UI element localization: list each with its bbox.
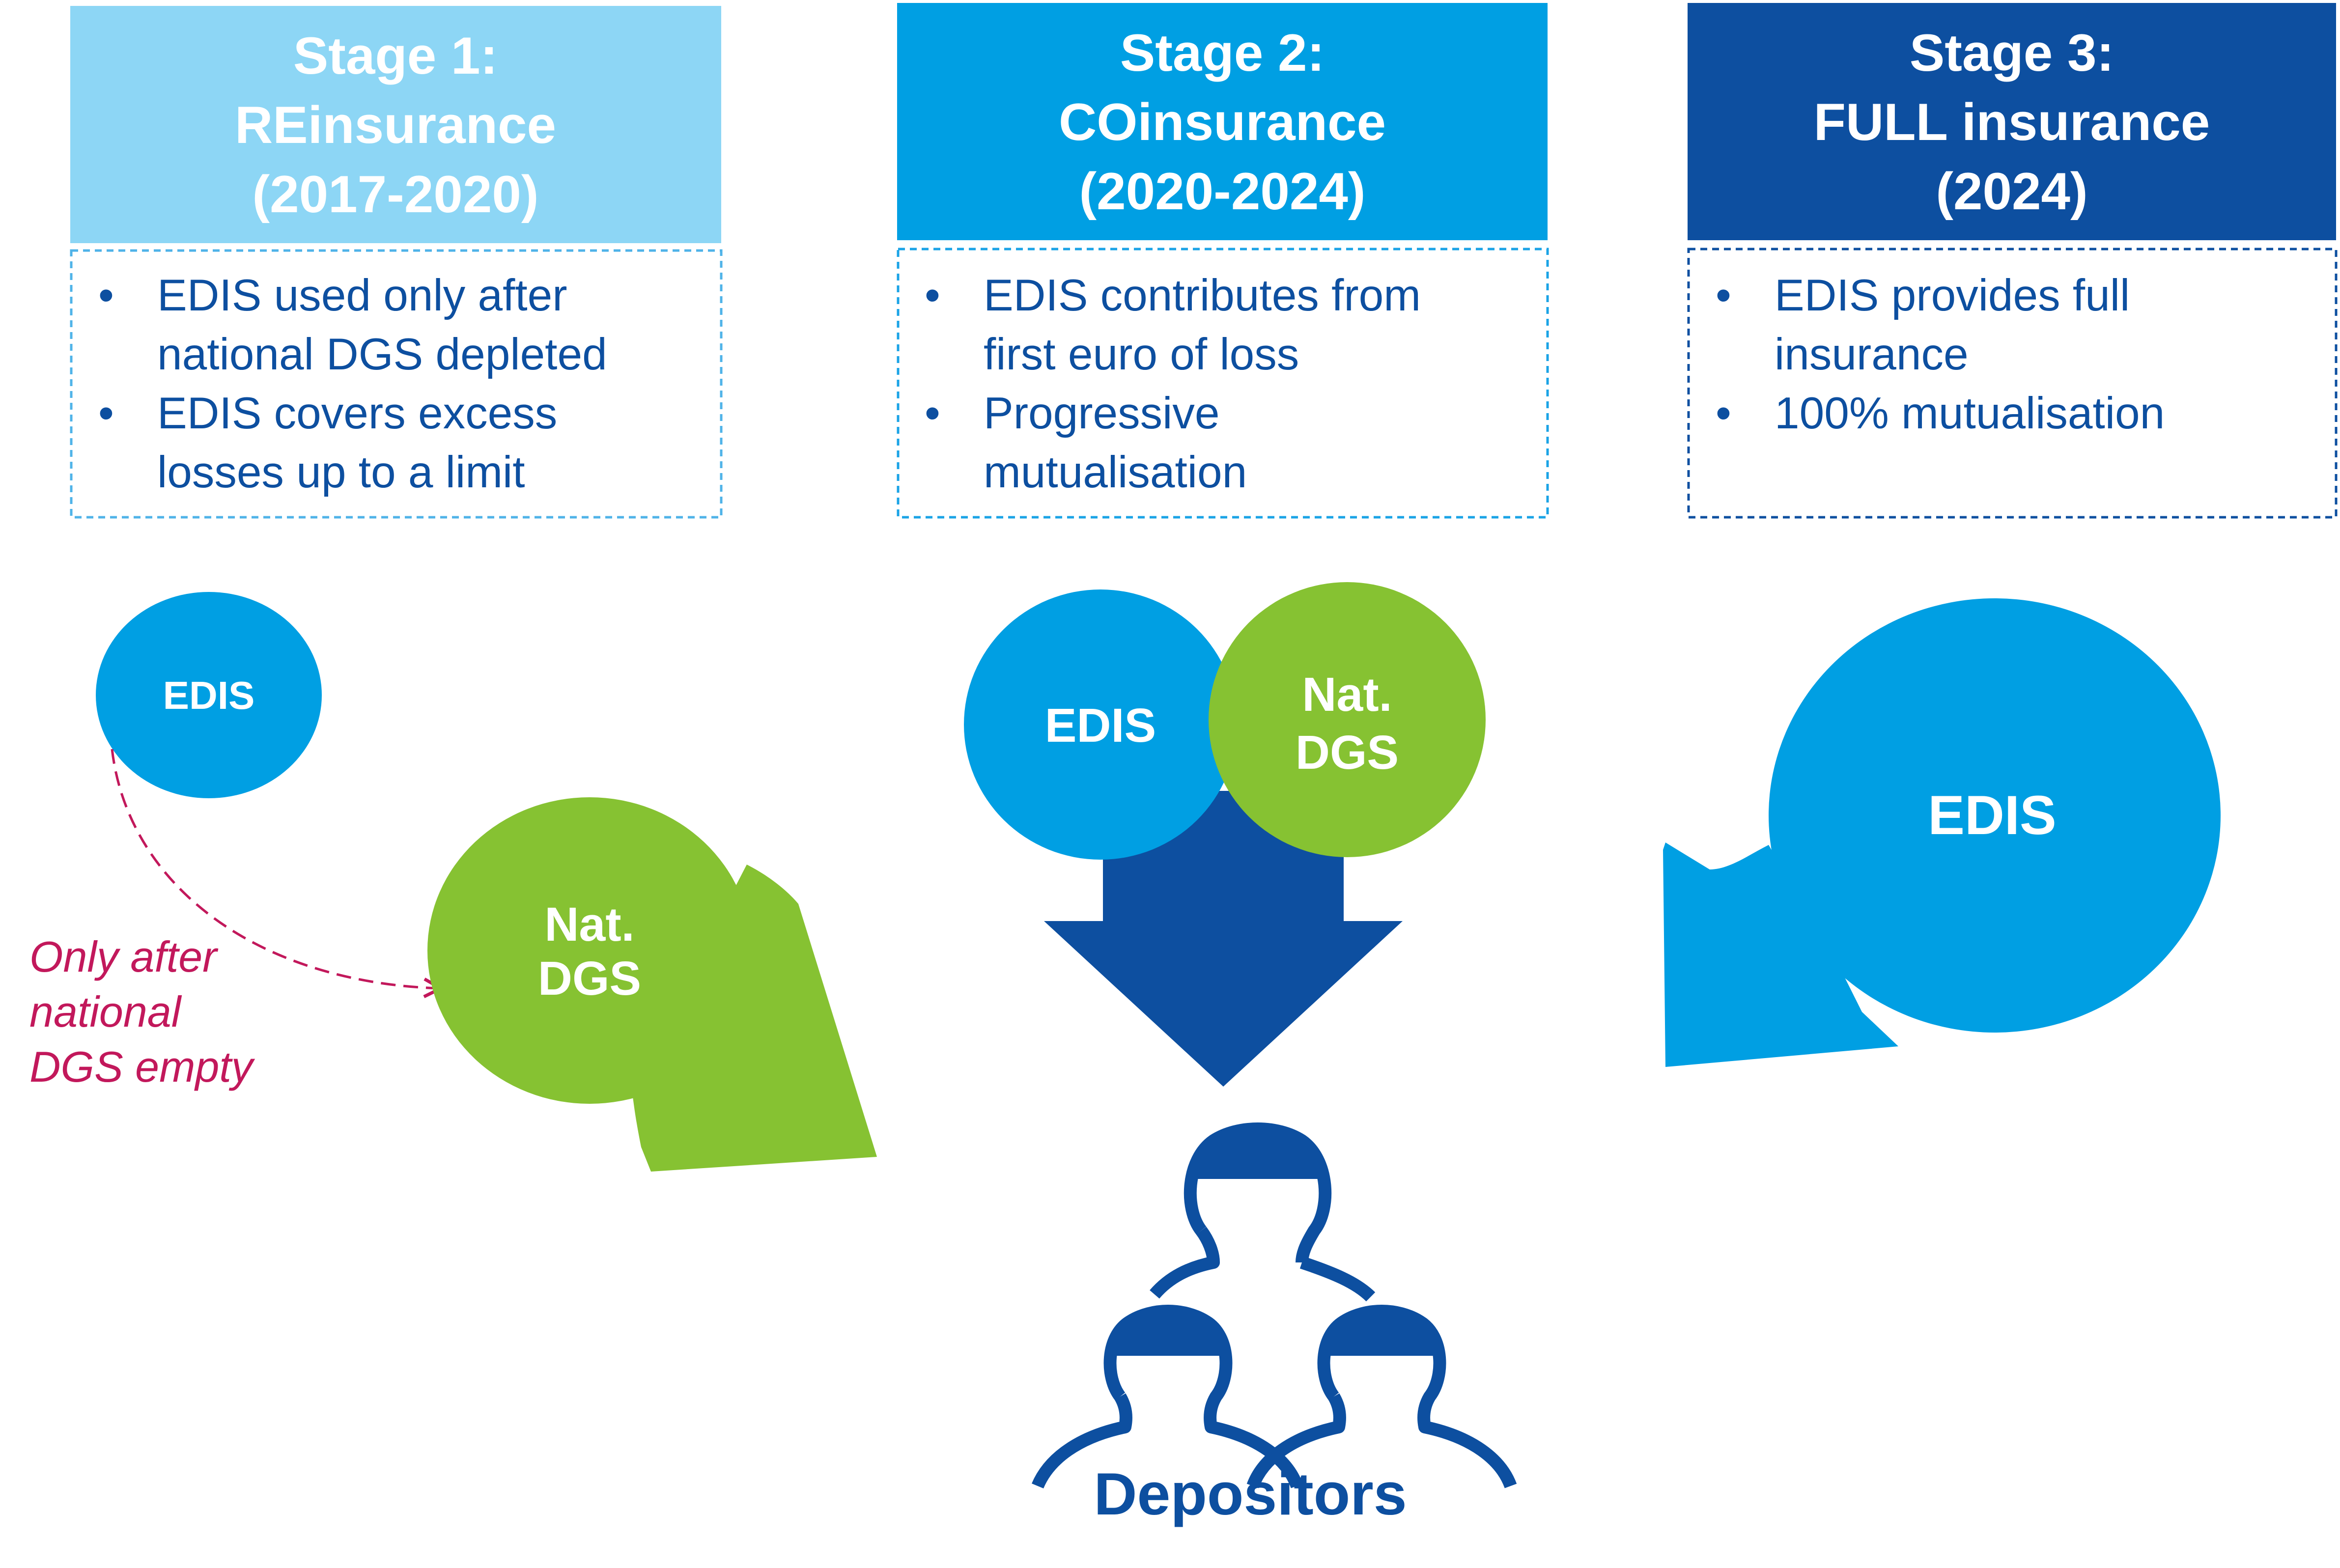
stage-1-dgs-label-line-2: DGS: [538, 952, 641, 1005]
stage-1-bullet-1-line-2: national DGS depleted: [157, 330, 607, 379]
stage-2-title-line-3: (2020-2024): [1079, 162, 1366, 221]
stage-2-bullet-box: [897, 248, 1549, 519]
stage-2-title-line-2: COinsurance: [1059, 92, 1386, 151]
stage-1-title-line-3: (2017-2020): [253, 165, 539, 224]
stage-3-edis-arrow: [1663, 842, 1898, 1067]
depositor-person-top-shoulder: [1299, 1256, 1376, 1302]
stage-1-dashed-connector: [111, 749, 440, 988]
stage-3-title-line-3: (2024): [1936, 162, 2087, 221]
stage-1-bullet-2-line-2: losses up to a limit: [157, 448, 525, 497]
stage-3-panel: Stage 3: FULL insurance (2024) • EDIS pr…: [1687, 3, 2338, 519]
stage-2-dgs-label-line-1: Nat.: [1302, 668, 1392, 721]
stage-3-bullet-1-line-2: insurance: [1775, 330, 1969, 379]
stage-1-note-line-3: DGS empty: [29, 1042, 255, 1091]
stage-2-title-line-1: Stage 2:: [1120, 23, 1325, 82]
stage-1-bullet-2-line-1: EDIS covers excess: [157, 389, 557, 438]
stage-2-panel: Stage 2: COinsurance (2020-2024) • EDIS …: [897, 3, 1549, 519]
stage-3-header: [1688, 3, 2336, 240]
stage-1-note-line-1: Only after: [29, 932, 219, 981]
stage-2-bullet-2-line-2: mutualisation: [984, 448, 1247, 497]
stage-2-edis-label: EDIS: [1045, 699, 1156, 752]
stage-2-dgs-label-line-2: DGS: [1296, 726, 1399, 779]
stage-2-bullet-1-line-2: first euro of loss: [984, 330, 1299, 379]
stage-2-bullet-2-marker: •: [925, 389, 940, 438]
stage-1-panel: Stage 1: REinsurance (2017-2020) • EDIS …: [70, 6, 723, 519]
stage-1-bullet-1-marker: •: [98, 271, 114, 320]
stage-1-graphic: EDIS Nat. DGS Only after national DGS em…: [29, 592, 877, 1172]
stage-2-edis-circle: [964, 589, 1237, 860]
stage-1-bullet-1-line-1: EDIS used only after: [157, 271, 567, 320]
stage-1-dgs-circle: [427, 797, 752, 1104]
people-group-icon: [1032, 1122, 1517, 1489]
depositor-person-left-body: [1032, 1393, 1132, 1489]
stage-1-bullet-box: [70, 249, 723, 519]
depositor-person-right-hair: [1322, 1308, 1442, 1356]
stage-3-bullet-1-line-1: EDIS provides full: [1775, 271, 2130, 320]
stage-2-bullet-1-marker: •: [925, 271, 940, 320]
stage-2-header: [897, 3, 1548, 240]
stage-2-graphic: EDIS Nat. DGS: [964, 582, 1486, 1087]
stage-1-dgs-arrow: [631, 865, 877, 1172]
stage-3-title-line-2: FULL insurance: [1814, 92, 2210, 151]
depositors-label: Depositors: [1094, 1460, 1407, 1527]
stage-3-bullet-2-line-1: 100% mutualisation: [1775, 389, 2165, 438]
stage-1-bullet-2-marker: •: [98, 389, 114, 438]
depositor-person-top-hair: [1188, 1131, 1327, 1179]
stage-1-edis-label: EDIS: [163, 673, 255, 717]
stage-2-bullet-2-line-1: Progressive: [984, 389, 1219, 438]
stage-1-note-line-2: national: [29, 987, 182, 1036]
stage-2-dgs-circle: [1209, 582, 1486, 857]
stage-3-graphic: EDIS: [1663, 598, 2221, 1067]
depositor-person-right-body: [1246, 1393, 1346, 1488]
stage-1-header: [70, 6, 721, 243]
stage-3-bullet-1-marker: •: [1716, 271, 1731, 320]
stage-1-title-line-2: REinsurance: [235, 95, 556, 154]
stage-1-edis-circle: [96, 592, 322, 798]
stage-3-bullet-2-marker: •: [1716, 389, 1731, 438]
stage-1-title-line-1: Stage 1:: [293, 26, 498, 85]
stage-3-edis-label: EDIS: [1928, 784, 2056, 846]
arrow-down-icon: [1044, 791, 1403, 1087]
stage-3-bullet-box: [1687, 248, 2338, 519]
stage-3-title-line-1: Stage 3:: [1910, 23, 2114, 82]
stage-1-dgs-label-line-1: Nat.: [544, 897, 634, 951]
depositor-person-top-body: [1150, 1227, 1220, 1299]
stage-3-edis-circle: [1769, 598, 2221, 1033]
stage-2-bullet-1-line-1: EDIS contributes from: [984, 271, 1421, 320]
depositor-person-left-hair: [1108, 1308, 1228, 1356]
